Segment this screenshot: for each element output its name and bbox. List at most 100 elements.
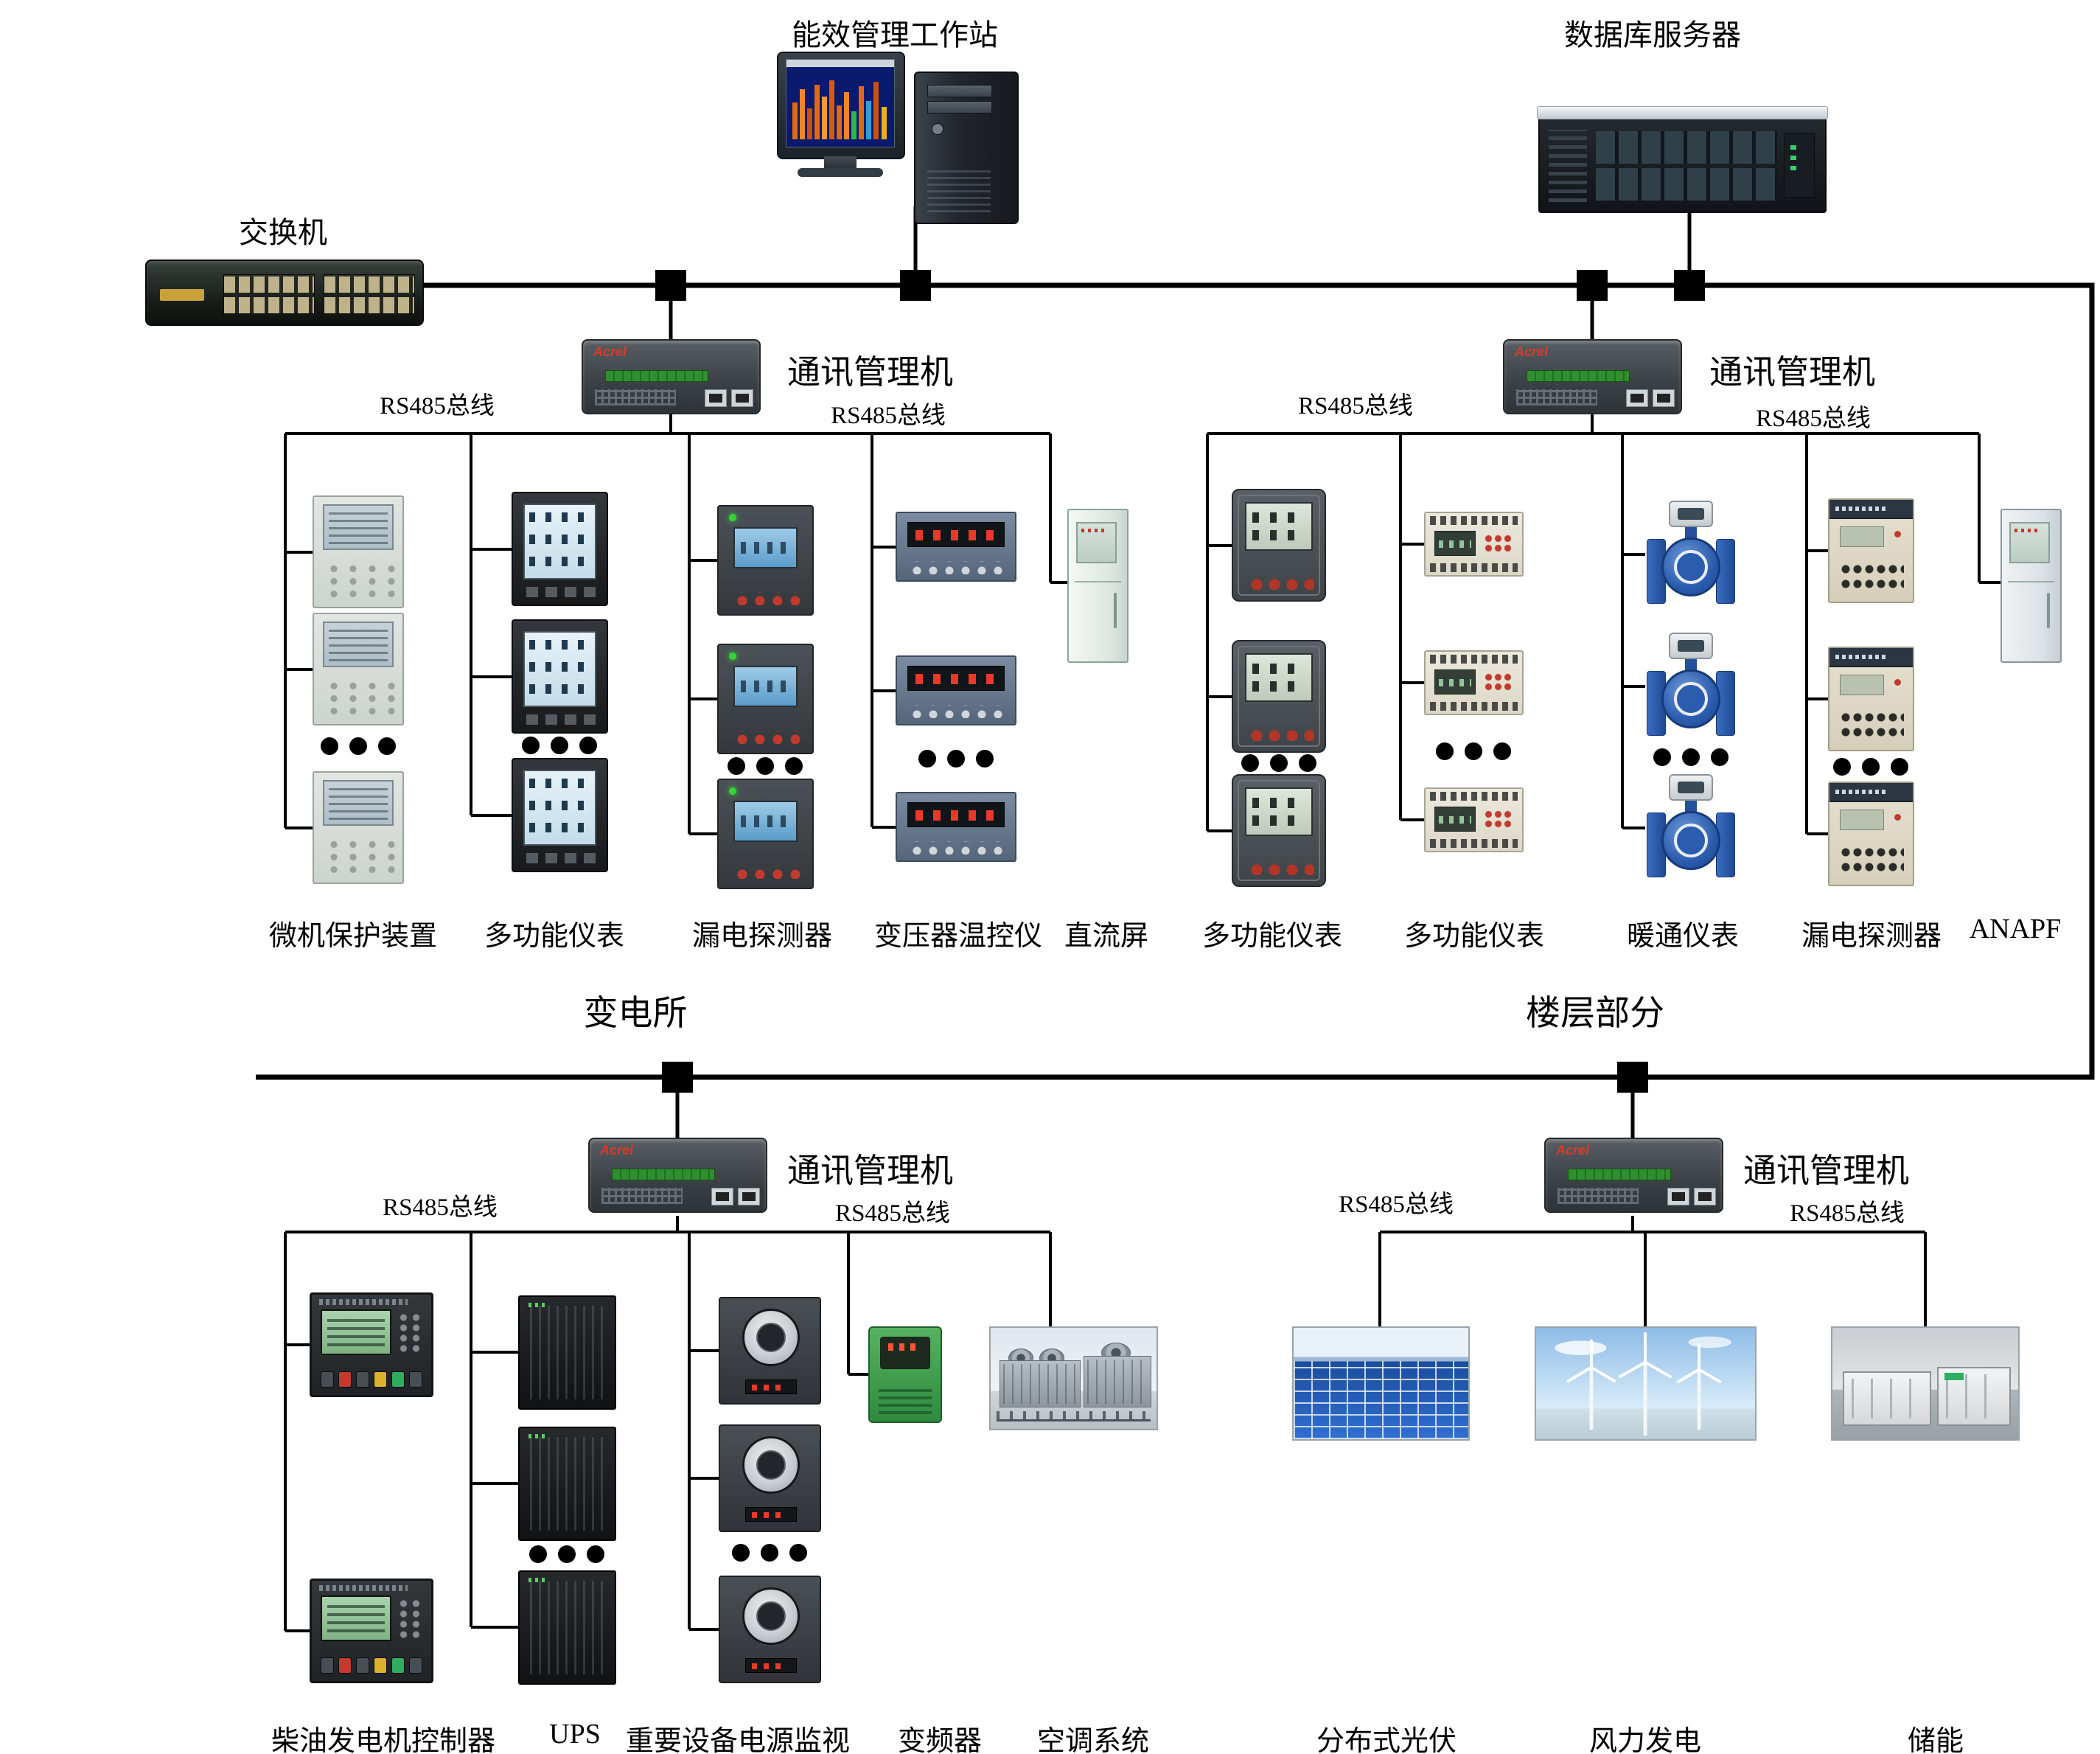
device-label-tempctrl: 变压器温控仪 [873, 921, 1043, 952]
gateway-pin-header [1516, 389, 1597, 406]
monitor-display [745, 1658, 797, 1673]
flowmeter-neck [1685, 801, 1697, 812]
gateway-terminal-strip [605, 370, 708, 382]
flowmeter-body [1661, 811, 1720, 870]
gateway-brand-label: Acrel [1556, 1143, 1590, 1158]
tower-drive-bay [927, 101, 992, 114]
status-led [729, 787, 736, 795]
meter-lcd-screen [1434, 669, 1476, 695]
ethernet-backbone-path [256, 282, 2095, 1080]
device-label-meter: 多功能仪表 [1201, 921, 1343, 952]
leakage-detector-device [717, 505, 814, 616]
more-devices-ellipsis [321, 737, 396, 755]
protection-relay-device [313, 495, 404, 608]
cabinet-door-seam [2008, 581, 2054, 582]
meter-lcd-screen [1434, 807, 1476, 832]
rs485-label: RS485总线 [1790, 1200, 1905, 1227]
cabinet-handle [1114, 593, 1117, 628]
hvac-flowmeter-device [1645, 501, 1737, 608]
ethernet-tap-nodes [655, 270, 1705, 1093]
power-monitor-device [719, 1297, 821, 1405]
detector-buttons [732, 592, 803, 605]
detector-lcd-screen [1840, 810, 1884, 830]
meter-lcd-screen [523, 504, 596, 580]
device-label-solar: 分布式光伏 [1316, 1726, 1457, 1754]
terminal-row [1430, 702, 1518, 711]
multifunction-meter-device [512, 758, 608, 872]
transformer-temp-controller-device [896, 655, 1016, 725]
gateway-floor-label: 通讯管理机 [1709, 354, 1876, 391]
status-led [1894, 814, 1901, 821]
gateway-substation: Acrel [582, 339, 761, 414]
rs485-label: RS485总线 [383, 1194, 498, 1221]
workstation-tower [914, 72, 1019, 224]
storage-container [1937, 1367, 2011, 1426]
status-led [729, 652, 736, 660]
power-monitor-device [719, 1576, 821, 1683]
meter-lcd-screen [1245, 502, 1313, 551]
rs485-bus-lines [284, 414, 2000, 1632]
cabinet-door-seam [1075, 581, 1121, 582]
gateway-terminal-strip [1527, 370, 1630, 382]
din-rail-meter-device [1424, 512, 1524, 577]
cooling-frame-base [997, 1411, 1151, 1421]
detector-lcd-screen [733, 801, 798, 842]
rs485-label: RS485总线 [1756, 406, 1871, 432]
switch-port-group [223, 274, 315, 314]
device-label-genctrl: 柴油发电机控制器 [271, 1726, 496, 1754]
rs485-label: RS485总线 [1339, 1191, 1454, 1218]
ups-vents [530, 1581, 604, 1674]
workstation-chart-screen [786, 59, 895, 147]
meter-leds [1484, 810, 1513, 829]
tap-node [655, 270, 686, 301]
more-devices-ellipsis [728, 757, 803, 775]
gateway-substation-label: 通讯管理机 [787, 354, 954, 391]
device-label-ups: UPS [549, 1719, 601, 1750]
meter-leds [1484, 534, 1513, 553]
flowmeter-transmitter-head [1669, 774, 1713, 801]
hvac-flowmeter-device [1645, 774, 1737, 882]
status-led [1894, 531, 1901, 537]
terminal-dots [1838, 709, 1904, 739]
gateway-plant: Acrel [588, 1138, 767, 1213]
multifunction-meter-device [512, 619, 608, 734]
device-label-meter: 多功能仪表 [484, 921, 625, 952]
detector-header [1829, 783, 1913, 802]
backbone-drop-lines [669, 199, 1692, 1141]
gateway-ethernet-port [738, 1188, 760, 1205]
rs485-label: RS485总线 [1298, 393, 1413, 420]
leakage-detector-device [1828, 647, 1914, 751]
meter-buttons [1246, 862, 1314, 875]
meter-buttons [1246, 577, 1314, 590]
relay-lcd-screen [323, 622, 394, 667]
gateway-plant-label: 通讯管理机 [787, 1152, 954, 1189]
controller-led-grid [397, 1598, 422, 1638]
storage-container [1843, 1371, 1931, 1426]
detector-buttons [732, 731, 803, 744]
flowmeter-body [1661, 669, 1720, 728]
device-label-protection: 微机保护装置 [268, 921, 438, 952]
gateway-brand-label: Acrel [1515, 344, 1549, 359]
meter-buttons [1246, 728, 1314, 741]
detector-header [1829, 500, 1913, 519]
meter-frame [1238, 780, 1320, 881]
detector-lcd-screen [1840, 526, 1884, 547]
ups-device [518, 1427, 616, 1541]
din-rail-meter-device [1424, 787, 1524, 852]
detector-lcd-screen [1840, 675, 1884, 695]
device-label-storage: 储能 [1907, 1726, 1964, 1754]
cabinet-window [1076, 522, 1117, 563]
meter-lcd-screen [1245, 787, 1313, 836]
cabinet-handle [2047, 593, 2050, 628]
gateway-pin-header [1557, 1188, 1639, 1204]
flowmeter-transmitter-head [1669, 633, 1713, 659]
transformer-temp-controller-device [896, 512, 1016, 582]
ups-status-leds [529, 1578, 548, 1582]
monitor-dial [742, 1436, 800, 1494]
device-label-wind: 风力发电 [1588, 1726, 1702, 1754]
gateway-terminal-strip [1568, 1169, 1671, 1180]
database-server [1537, 106, 1828, 213]
device-label-leakage: 漏电探测器 [691, 921, 833, 952]
